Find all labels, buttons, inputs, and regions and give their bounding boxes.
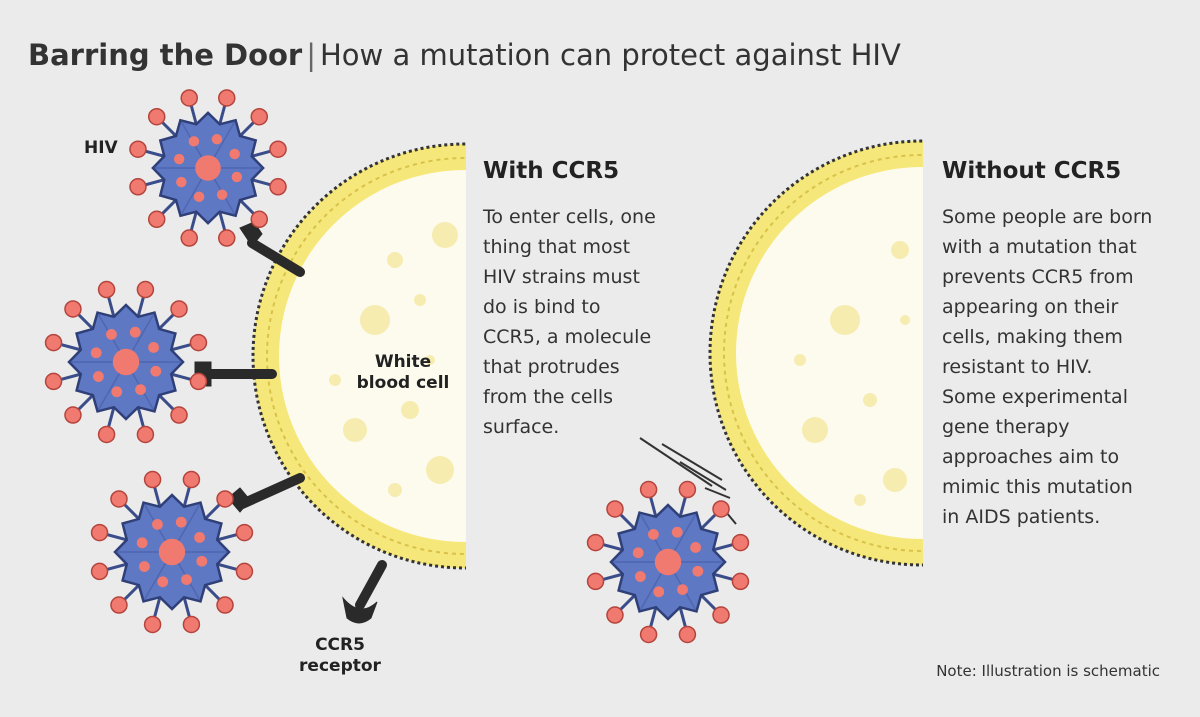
ccr5-receptor-1 — [239, 221, 305, 277]
repel-lines — [639, 437, 737, 525]
text-line: in AIDS patients. — [942, 506, 1101, 528]
white-blood-cell-label: White blood cell — [348, 352, 458, 394]
with-ccr5-heading: With CCR5 — [483, 158, 620, 184]
text-line: appearing on their — [942, 296, 1119, 318]
hiv-virus-1 — [129, 89, 287, 247]
title-separator: | — [306, 38, 316, 72]
text-line: HIV strains must — [483, 266, 640, 288]
hiv-virus-3 — [90, 470, 254, 634]
text-line: surface. — [483, 416, 560, 438]
note: Note: Illustration is schematic — [936, 662, 1160, 680]
text-line: Some people are born — [942, 206, 1153, 228]
page-title: Barring the Door|How a mutation can prot… — [28, 38, 901, 72]
text-line: To enter cells, one — [483, 206, 656, 228]
text-line: gene therapy — [942, 416, 1070, 438]
white-blood-cell-label-line1: White — [374, 352, 432, 372]
hiv-virus-repelled — [586, 480, 750, 644]
ccr5-receptor-label-line1: CCR5 — [315, 635, 365, 655]
white-blood-cell-right — [708, 139, 923, 567]
text-line: CCR5, a molecule — [483, 326, 652, 348]
text-line: approaches aim to — [942, 446, 1120, 468]
ccr5-receptor-label-line2: receptor — [299, 656, 381, 676]
text-line: thing that most — [483, 236, 631, 258]
white-blood-cell-label-line2: blood cell — [356, 373, 450, 393]
text-line: that protrudes — [483, 356, 620, 378]
title-subtitle: How a mutation can protect against HIV — [320, 38, 901, 72]
text-line: Some experimental — [942, 386, 1128, 408]
without-ccr5-heading: Without CCR5 — [942, 158, 1122, 184]
text-line: cells, making them — [942, 326, 1123, 348]
without-ccr5-text: Some people are born with a mutation that… — [942, 202, 1182, 532]
text-line: do is bind to — [483, 296, 601, 318]
title-bold: Barring the Door — [28, 38, 303, 72]
text-line: with a mutation that — [942, 236, 1137, 258]
text-line: resistant to HIV. — [942, 356, 1093, 378]
ccr5-receptor-3 — [227, 473, 305, 513]
white-blood-cell-left — [251, 142, 466, 570]
hiv-label: HIV — [84, 138, 118, 158]
text-line: from the cells — [483, 386, 614, 408]
ccr5-receptor-label: CCR5 receptor — [285, 635, 395, 677]
text-line: mimic this mutation — [942, 476, 1133, 498]
text-line: prevents CCR5 from — [942, 266, 1134, 288]
hiv-virus-2 — [44, 280, 208, 444]
ccr5-receptor-free — [342, 560, 387, 624]
